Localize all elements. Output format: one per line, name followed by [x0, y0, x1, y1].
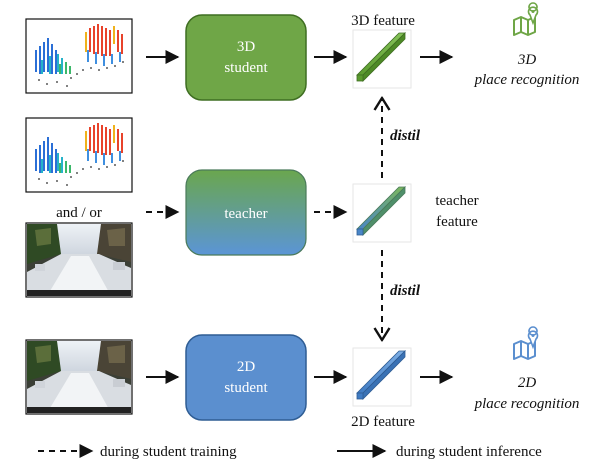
teacher-label: teacher: [224, 206, 267, 222]
feature-2d-label: 2D feature: [351, 414, 415, 430]
distil-label-lower: distil: [390, 283, 421, 299]
legend-dashed-label: during student training: [100, 444, 237, 460]
recognition-3d-line1: 3D: [517, 52, 537, 68]
recognition-3d-line2: place recognition: [474, 72, 580, 88]
and-or-connector: and / or: [56, 205, 102, 221]
legend: during student training during student i…: [38, 444, 542, 460]
feature-2d-vector: [352, 347, 412, 407]
map-location-icon-3d: [513, 2, 539, 36]
recognition-2d-line1: 2D: [518, 375, 537, 391]
recognition-2d-line2: place recognition: [474, 396, 580, 412]
legend-solid-label: during student inference: [396, 444, 542, 460]
map-location-icon-2d: [513, 326, 539, 360]
distil-label-upper: distil: [390, 128, 421, 144]
teacher-feature-line2: feature: [436, 214, 478, 230]
student-3d-label-line1: 3D: [237, 39, 256, 55]
teacher-feature-line1: teacher: [435, 193, 478, 209]
student-2d-box: 2D student: [185, 334, 307, 421]
student-3d-label-line2: student: [224, 60, 268, 76]
input-street-photo-teacher: [25, 222, 133, 298]
feature-3d-vector: [352, 29, 412, 89]
feature-teacher-vector: [352, 183, 412, 243]
input-point-cloud-teacher: [25, 117, 133, 193]
input-street-photo-2d: [25, 339, 133, 415]
teacher-box: teacher: [185, 169, 307, 256]
input-point-cloud-3d: [25, 18, 133, 94]
student-2d-label-line2: student: [224, 380, 268, 396]
student-2d-label-line1: 2D: [237, 359, 256, 375]
feature-3d-label: 3D feature: [351, 13, 415, 29]
student-3d-box: 3D student: [185, 14, 307, 101]
